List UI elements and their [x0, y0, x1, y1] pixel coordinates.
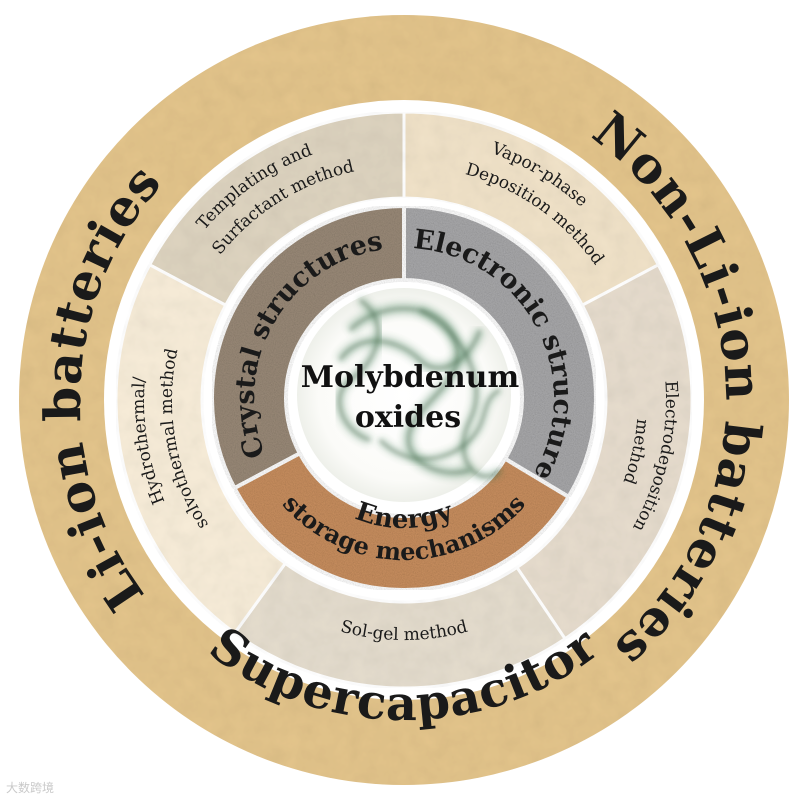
method-sectors [114, 110, 694, 690]
swirl-strand [338, 299, 379, 441]
center-title-line2: oxides [355, 400, 461, 435]
swirl-strand [349, 307, 471, 474]
watermark-text: 大数跨境 [6, 781, 55, 795]
inner-sector-crystal [210, 203, 406, 491]
method-sector-hydro [114, 262, 288, 636]
inner-sector-electronic [402, 203, 598, 500]
molybdenum-oxide-swirl-image [335, 296, 503, 480]
center-title-line1: Molybdenum [301, 360, 520, 395]
inner-sector-energy [231, 450, 572, 592]
swirl-strand [419, 309, 501, 478]
swirl-strand [379, 389, 501, 460]
